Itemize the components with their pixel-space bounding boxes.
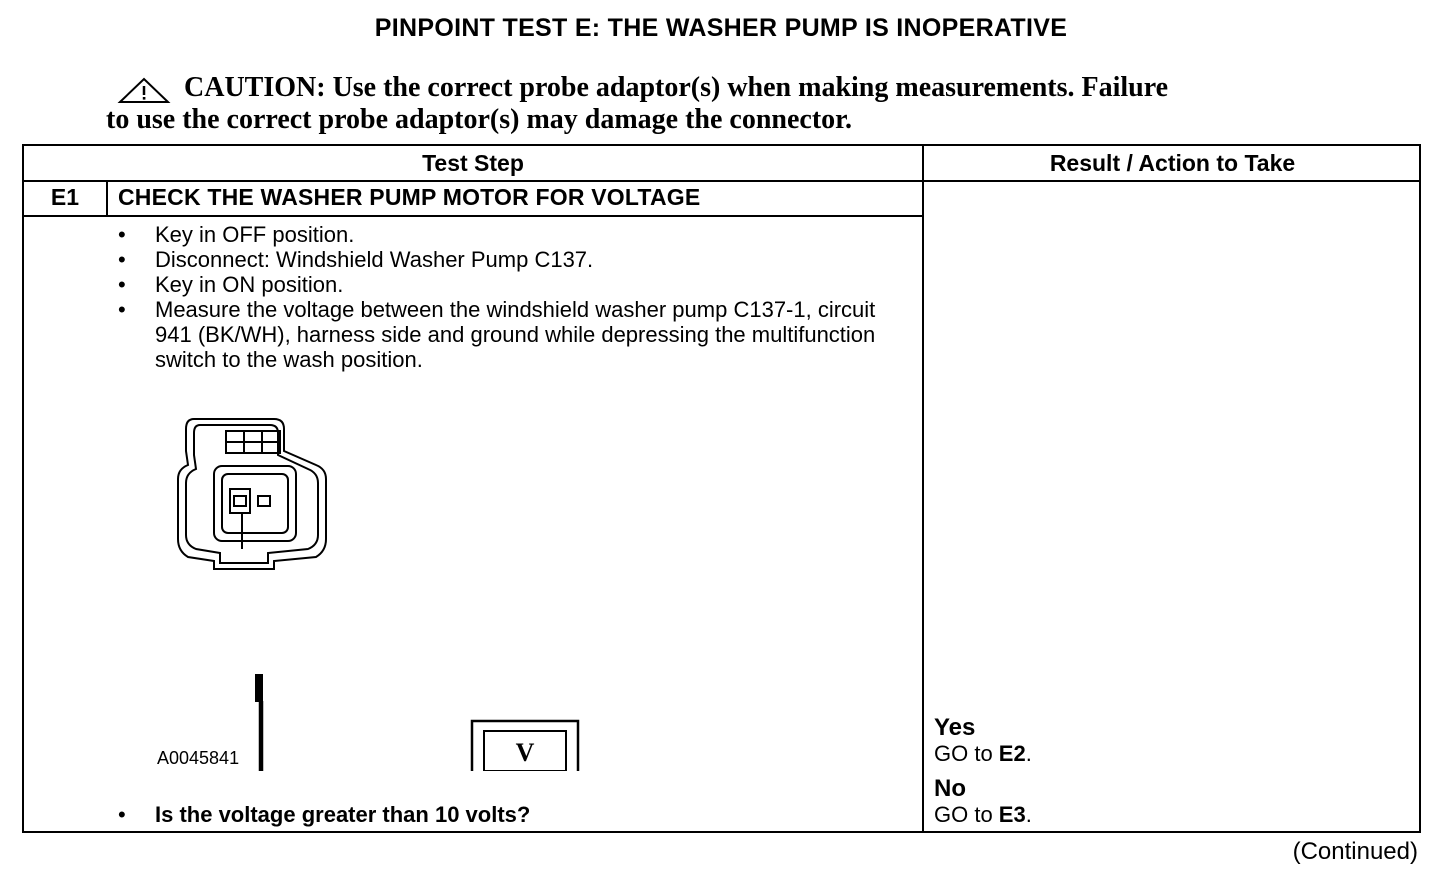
- page-title: PINPOINT TEST E: THE WASHER PUMP IS INOP…: [374, 14, 1068, 42]
- result-no-action: GO to E3.: [934, 802, 1032, 827]
- caution-text-line1: Use the correct probe adaptor(s) when ma…: [332, 72, 1169, 103]
- probe-tip: [255, 674, 263, 702]
- result-header: Result / Action to Take: [1049, 150, 1296, 176]
- step-instructions: Key in OFF position. Disconnect: Windshi…: [116, 222, 916, 372]
- figure-id: A0045841: [157, 748, 240, 768]
- caution-label: CAUTION:: [184, 72, 326, 103]
- voltmeter-icon: V + −: [470, 719, 580, 771]
- result-yes-label: Yes: [934, 714, 976, 741]
- step-id-divider: [106, 180, 108, 217]
- continued-note: (Continued): [1292, 838, 1418, 865]
- warning-triangle-icon: [117, 77, 171, 103]
- connector-icon: [177, 418, 327, 570]
- instruction-item: Key in OFF position.: [116, 222, 916, 247]
- caution-notice: CAUTION: Use the correct probe adaptor(s…: [106, 72, 1326, 136]
- instruction-item: Measure the voltage between the windshie…: [116, 297, 916, 372]
- test-table: Test Step Result / Action to Take E1 CHE…: [22, 144, 1421, 833]
- step-question: Is the voltage greater than 10 volts?: [116, 802, 530, 828]
- step-title-divider: [24, 215, 924, 217]
- column-divider: [922, 146, 924, 833]
- test-lead-wires: [258, 701, 264, 771]
- result-no-label: No: [934, 775, 966, 802]
- step-title: CHECK THE WASHER PUMP MOTOR FOR VOLTAGE: [118, 184, 701, 210]
- result-yes-target[interactable]: E2: [998, 741, 1026, 766]
- instruction-item: Key in ON position.: [116, 272, 916, 297]
- instruction-item: Disconnect: Windshield Washer Pump C137.: [116, 247, 916, 272]
- test-step-header: Test Step: [422, 150, 524, 176]
- result-no-target[interactable]: E3: [998, 802, 1026, 827]
- step-id: E1: [50, 184, 80, 210]
- result-yes-action: GO to E2.: [934, 741, 1032, 766]
- meter-symbol: V: [516, 738, 535, 767]
- measurement-diagram: V + −: [177, 418, 580, 771]
- header-divider: [24, 180, 1421, 182]
- caution-text-line2: to use the correct probe adaptor(s) may …: [106, 104, 853, 135]
